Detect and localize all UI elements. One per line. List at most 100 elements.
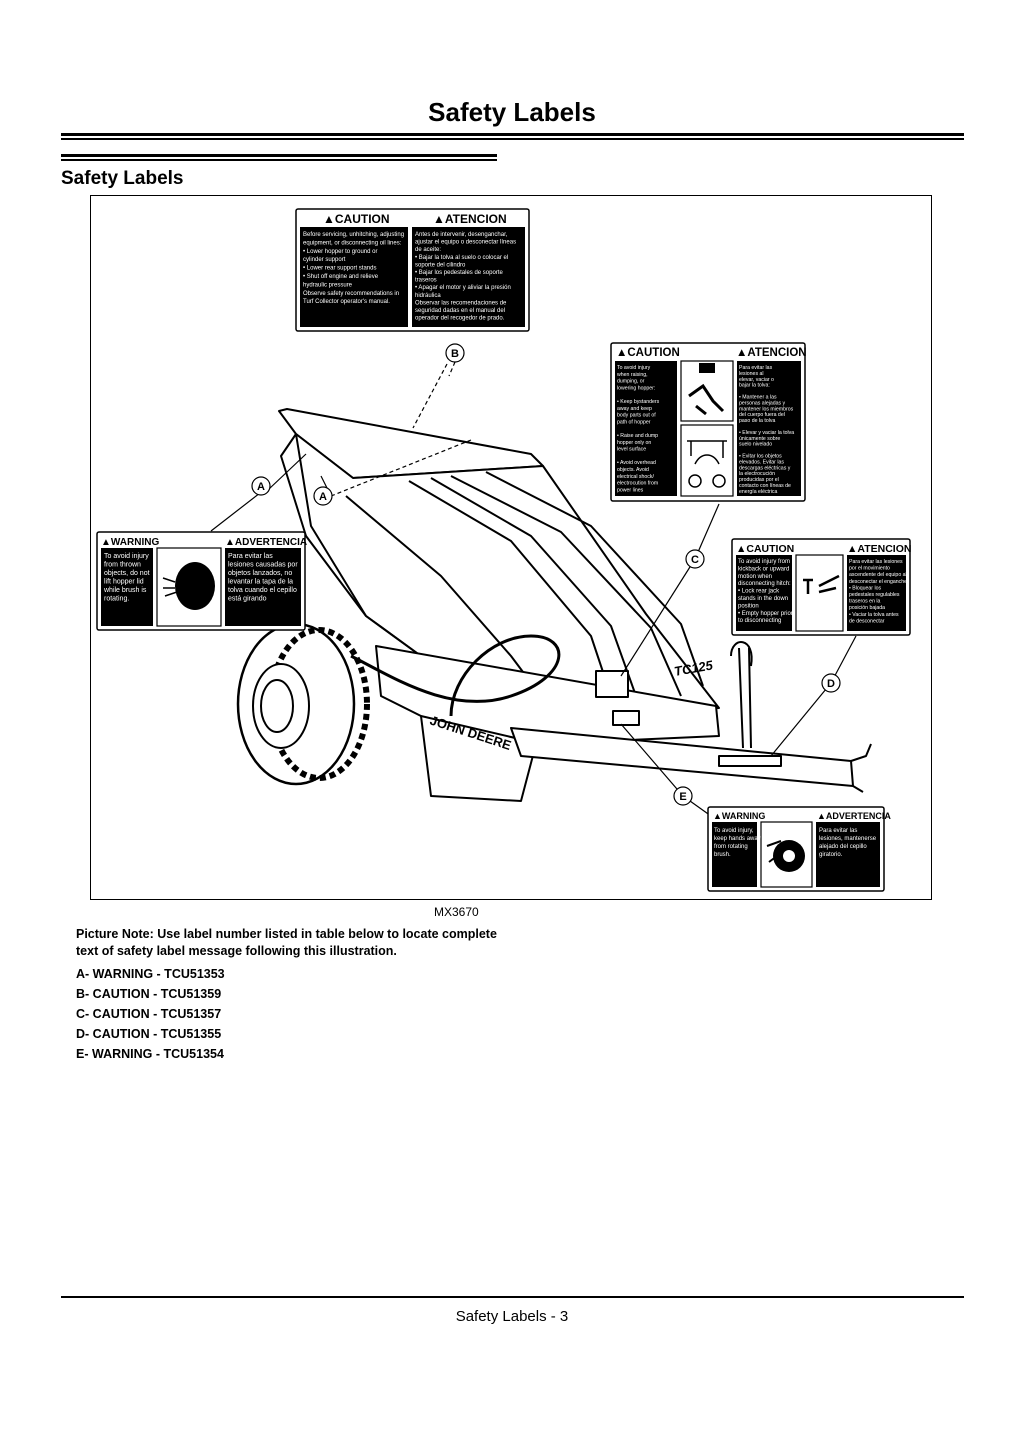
label-text-line: operador del recogedor de prado. [415, 316, 505, 322]
thrown-object-pictogram [175, 562, 215, 610]
turf-collector-drawing [236, 408, 872, 802]
label-text-line: To avoid injury, [714, 828, 754, 834]
label-text-line: ascendente del equipo al [849, 572, 907, 578]
label-text-line: hopper only on [617, 440, 651, 446]
label-text-line: desconectar el enganche: [849, 579, 908, 585]
label-text-line: cylinder support [303, 257, 346, 263]
label-d-left-head: ▲CAUTION [736, 543, 794, 555]
label-text-line: • Mantener a las [739, 395, 777, 401]
label-text-line: lesiones al [739, 371, 764, 377]
label-text-line: de desconectar [849, 618, 885, 624]
label-text-line: producidas por el [739, 477, 779, 483]
kickback-pictogram [803, 574, 840, 594]
wheel-hub-inner [260, 679, 294, 733]
label-text-line: tolva cuando el cepillo [228, 587, 297, 594]
callout-a-left-text: A [257, 481, 265, 493]
label-text-line: del cuerpo fuera del [739, 412, 785, 418]
label-text-line: Before servicing, unhitching, adjusting [303, 232, 404, 238]
label-text-line: • Lock rear jack [738, 589, 780, 595]
callout-b-text: B [451, 348, 459, 360]
label-text-line: Para evitar las [819, 828, 857, 834]
label-text-line: disconnecting hitch: [738, 581, 791, 587]
label-list-item: A- WARNING - TCU51353 [76, 967, 225, 981]
label-c-left-head: ▲CAUTION [616, 347, 680, 359]
label-text-line: alejado del cepillo [819, 844, 867, 850]
label-text-line: mantener los miembros [739, 406, 794, 412]
label-text-line: Turf Collector operator's manual. [303, 299, 390, 305]
label-text-line: • Raise and dump [617, 433, 658, 439]
label-text-line: Para evitar las lesiones [849, 559, 903, 565]
label-d-right-head: ▲ATENCION [847, 543, 911, 555]
label-text-line: lesiones, mantenerse [819, 836, 877, 842]
safety-label-a: ▲WARNING ▲ADVERTENCIA To avoid injuryfro… [96, 531, 307, 631]
hopper-rib [408, 480, 612, 697]
label-text-line: • Lower rear support stands [303, 266, 376, 272]
label-text-line: soporte del cilindro [415, 262, 466, 268]
label-text-line: • Bajar la tolva al suelo o colocar el [415, 255, 508, 261]
callout-d: D [821, 673, 841, 693]
label-text-line: while brush is [103, 587, 147, 594]
label-a-right-head: ▲ADVERTENCIA [225, 537, 307, 548]
callout-b: B [445, 343, 465, 363]
label-list-item: E- WARNING - TCU51354 [76, 1047, 224, 1061]
label-text-line: away and keep [617, 406, 652, 412]
label-text-line: elevar, vaciar o [739, 377, 774, 383]
label-text-line: lesiones causadas por [228, 562, 298, 569]
label-list: A- WARNING - TCU51353 B- CAUTION - TCU51… [76, 964, 225, 1064]
label-text-line: giratorio. [819, 852, 843, 858]
label-text-line: levantar la tapa de la [228, 579, 293, 586]
safety-label-e: ▲WARNING ▲ADVERTENCIA To avoid injury,ke… [707, 806, 891, 892]
label-text-line: • Evitar los objetos [739, 454, 782, 460]
callout-c: C [685, 549, 705, 569]
label-text-line: • Bajar los pedestales de soporte [415, 270, 503, 276]
label-text-line: to disconnecting [738, 618, 781, 624]
label-text-line: únicamente sobre [739, 436, 780, 442]
label-e-right-head: ▲ADVERTENCIA [817, 811, 891, 821]
label-b-left-head: ▲CAUTION [323, 212, 390, 226]
illustration-canvas: JOHN DEERE TC125 B A A [96, 208, 911, 892]
label-text-line: está girando [228, 596, 267, 603]
label-text-line: Para evitar las [739, 365, 773, 371]
footer-rule [61, 1296, 964, 1298]
label-text-line: elevados. Evitar las [739, 459, 784, 465]
label-text-line: • Bloquear los [849, 585, 882, 591]
callout-a-right: A [313, 486, 333, 506]
label-text-line: traseros [415, 278, 437, 284]
safety-label-b: ▲CAUTION ▲ATENCION Before servicing, unh… [295, 208, 530, 332]
label-list-item: C- CAUTION - TCU51357 [76, 1007, 222, 1021]
page-footer: Safety Labels - 3 [455, 1308, 569, 1325]
power-line-pictogram [687, 440, 727, 465]
label-text-line: from rotating [714, 844, 748, 850]
hopper-pinch-pictogram [688, 383, 725, 416]
label-text-line: Observe safety recommendations in [303, 291, 399, 297]
label-text-line: equipment, or disconnecting oil lines: [303, 240, 402, 246]
label-e-right-text: Para evitar las lesiones, mantenerse aleja… [819, 828, 877, 858]
label-text-line: hidráulica [415, 293, 441, 299]
label-text-line: rotating. [104, 596, 129, 603]
callout-e-text: E [679, 791, 686, 803]
machine-model-text: TC125 [673, 657, 715, 679]
hopper-rib [430, 477, 637, 697]
label-text-line: • Vaciar la tolva antes [849, 612, 899, 618]
label-text-line: • Shut off engine and relieve [303, 274, 379, 280]
label-text-line: Observar las recomendaciones de [415, 300, 507, 306]
label-text-line: de aceite: [415, 247, 441, 253]
label-text-line: kickback or upward [738, 566, 789, 572]
label-text-line: lowering hopper: [617, 385, 655, 391]
label-text-line: descargas eléctricas y [739, 465, 791, 471]
label-text-line: suelo nivelado [739, 442, 772, 448]
label-a-left-head: ▲WARNING [101, 537, 159, 548]
chassis-skirt [420, 715, 537, 802]
label-text-line: from thrown [104, 562, 141, 569]
label-text-line: level surface [617, 447, 646, 453]
label-text-line: objects. Avoid [617, 467, 649, 473]
label-text-line: traseros en la [849, 599, 881, 605]
label-text-line: electrocution from [617, 481, 658, 487]
label-text-line: energía eléctrica [739, 489, 777, 495]
section-title: Safety Labels [61, 168, 184, 189]
section-rule-bottom [61, 159, 497, 161]
